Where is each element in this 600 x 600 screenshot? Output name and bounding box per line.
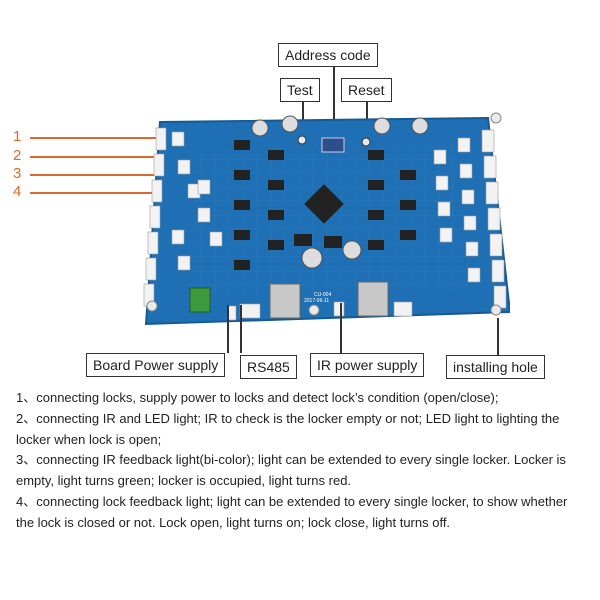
rs485-line	[240, 305, 242, 353]
installing-hole-label: installing hole	[446, 355, 545, 379]
callout-number-1: 1	[13, 128, 22, 145]
callout-number-3: 3	[13, 165, 22, 182]
callout-number-4: 4	[13, 183, 22, 200]
callout-line-4	[30, 192, 200, 194]
description-3: 3、connecting IR feedback light(bi-color)…	[16, 452, 566, 489]
ir-power-label: IR power supply	[310, 353, 425, 377]
address-code-line	[333, 66, 335, 136]
description-1: 1、connecting locks, supply power to lock…	[16, 390, 499, 405]
description-2: 2、connecting IR and LED light; IR to che…	[16, 410, 560, 447]
test-label: Test	[280, 78, 320, 102]
reset-label: Reset	[341, 78, 392, 102]
board-power-label: Board Power supply	[86, 353, 226, 377]
board-date-text: 2017-06-11	[304, 298, 329, 304]
callout-line-3	[30, 174, 190, 176]
ir-power-line	[340, 303, 342, 353]
callout-number-2: 2	[13, 147, 22, 164]
rs485-label: RS485	[240, 355, 297, 379]
description-block: 1、connecting locks, supply power to lock…	[16, 388, 586, 534]
callout-line-2	[30, 156, 180, 158]
description-4: 4、connecting lock feedback light; light …	[16, 493, 568, 530]
controller-board-image: CU-004 2017-06-11	[143, 112, 510, 326]
callout-line-1	[30, 137, 170, 139]
installing-hole-line	[497, 318, 499, 355]
board-model-text: CU-004	[314, 292, 331, 298]
board-power-line	[227, 305, 229, 353]
address-code-label: Address code	[278, 43, 378, 67]
